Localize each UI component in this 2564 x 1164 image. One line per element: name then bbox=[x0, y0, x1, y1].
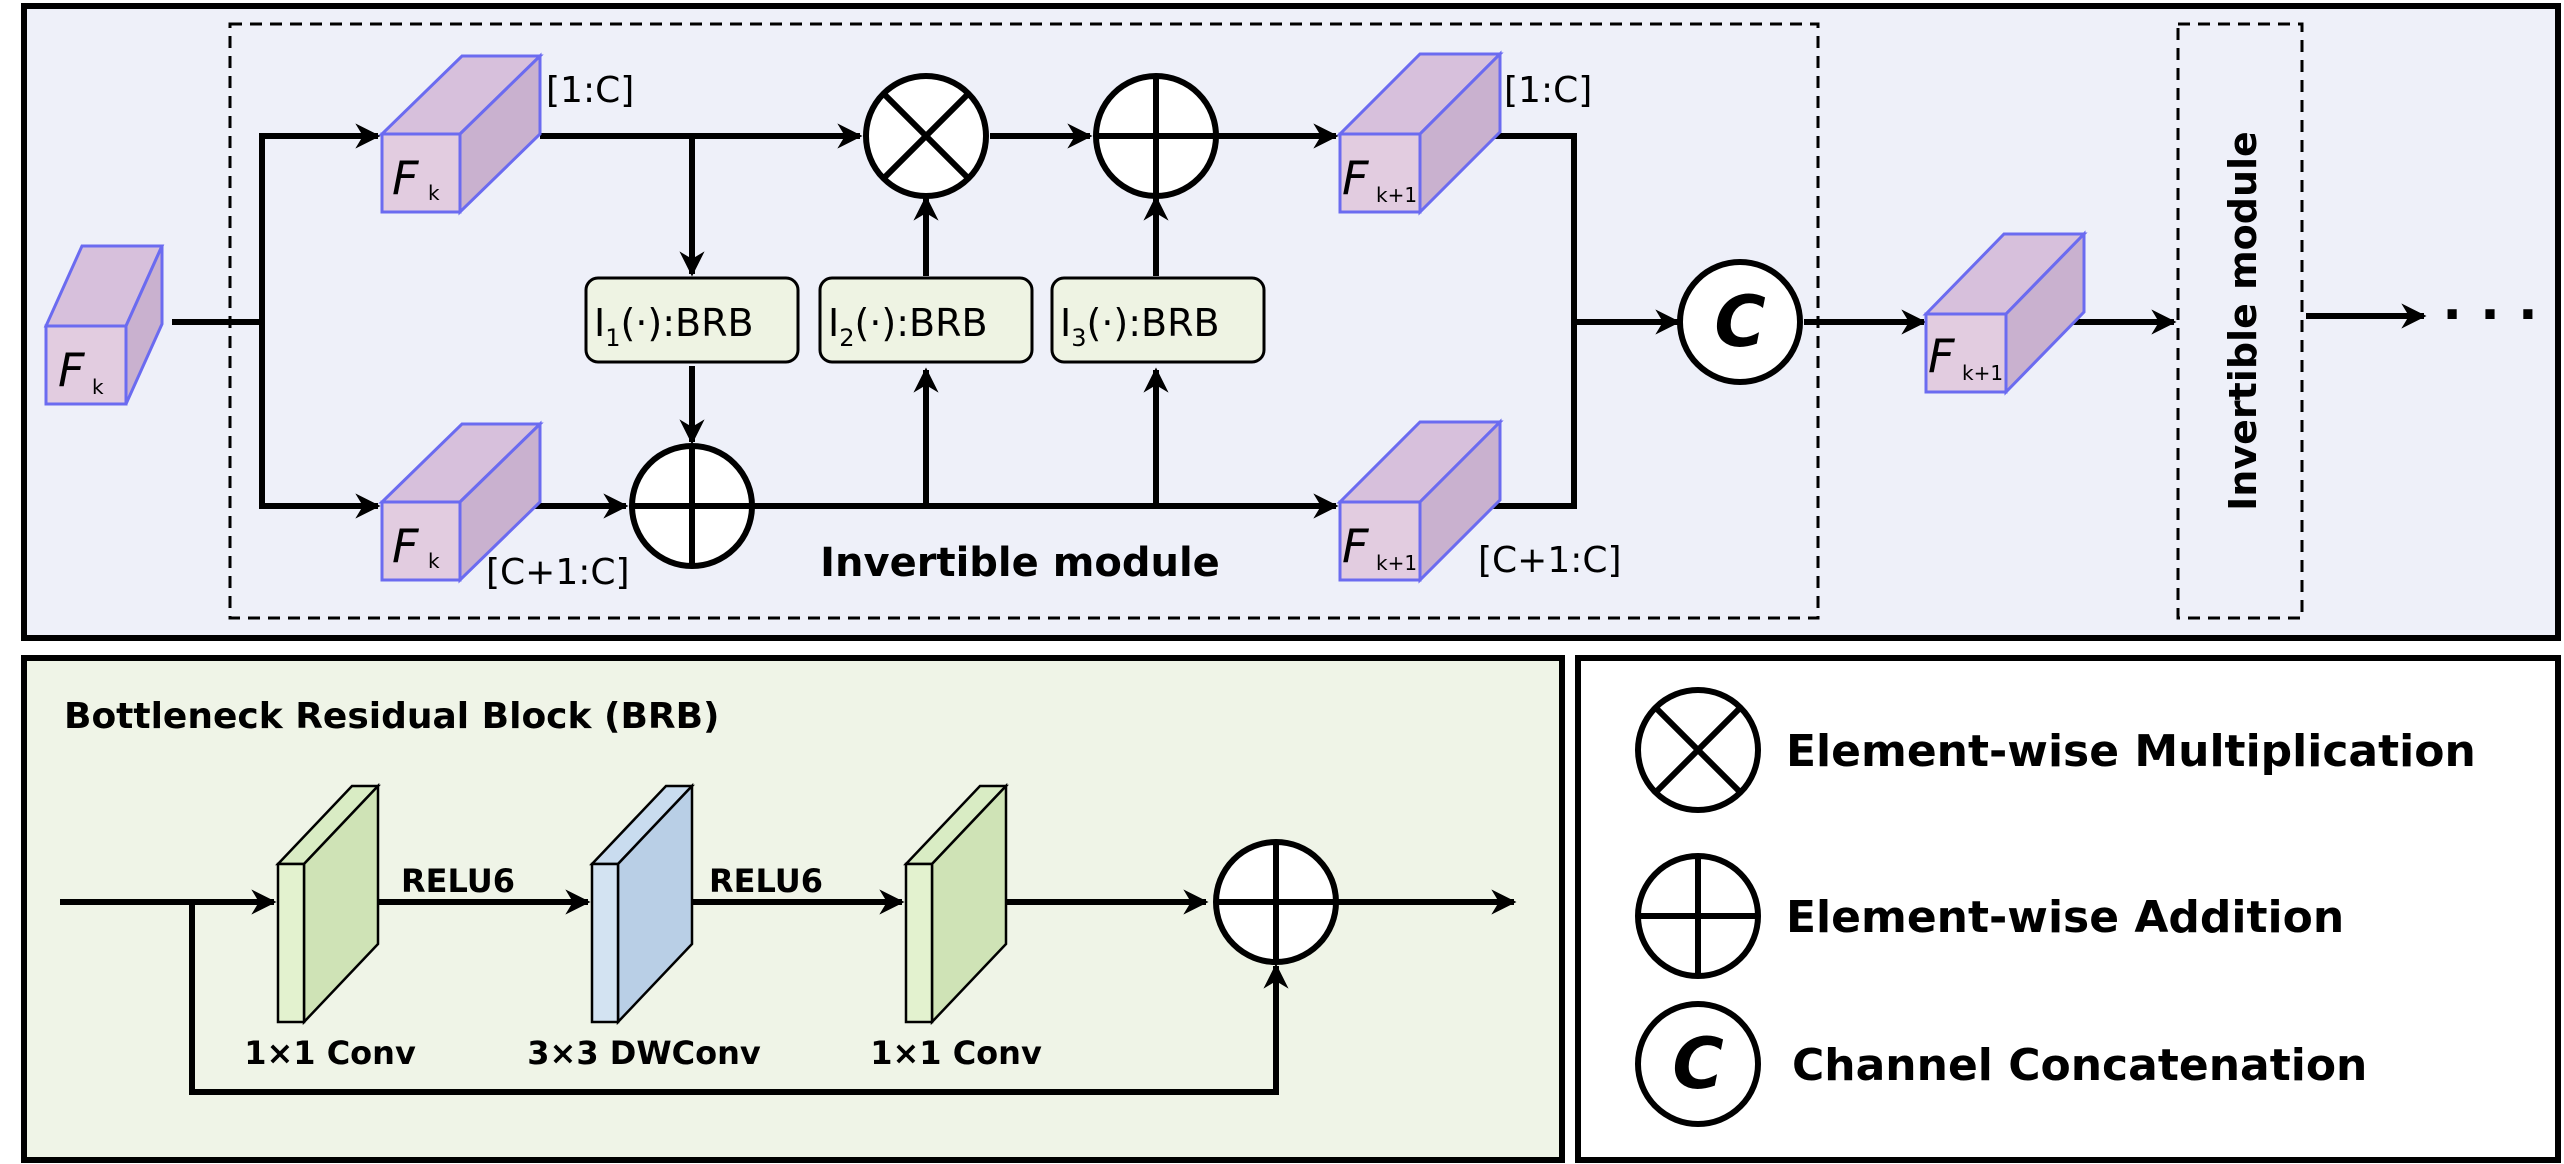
conv-layer-2: 1×1 Conv bbox=[870, 782, 1042, 1072]
brb-box-1: I1(·):BRB bbox=[584, 276, 800, 364]
legend-concat-icon: C bbox=[1635, 1001, 1761, 1127]
lower-input-cube: F k [C+1:C] bbox=[378, 420, 630, 593]
legend-add-icon bbox=[1635, 853, 1761, 979]
input-cube-sub: k bbox=[92, 375, 104, 399]
brb-add-operator bbox=[1213, 839, 1339, 965]
upper-output-range: [1:C] bbox=[1504, 70, 1592, 111]
multiply-operator bbox=[863, 73, 989, 199]
input-feature-cube: F k bbox=[43, 244, 165, 406]
upper-input-range: [1:C] bbox=[546, 70, 634, 111]
invertible-module-label: Invertible module bbox=[820, 540, 1220, 586]
dwconv-layer-caption: 3×3 DWConv bbox=[527, 1034, 761, 1072]
conv-layer-1: 1×1 Conv bbox=[244, 782, 416, 1072]
final-output-sub: k+1 bbox=[1962, 361, 2003, 385]
second-invertible-module-label: Invertible module bbox=[2221, 131, 2265, 511]
dwconv-layer: 3×3 DWConv bbox=[527, 782, 761, 1072]
add-operator-top bbox=[1093, 73, 1219, 199]
legend-add-label: Element-wise Addition bbox=[1786, 892, 2344, 943]
brb-panel-title: Bottleneck Residual Block (BRB) bbox=[64, 696, 720, 737]
svg-text:I1(·):BRB: I1(·):BRB bbox=[594, 301, 754, 352]
brb-box-2: I2(·):BRB bbox=[818, 276, 1034, 364]
upper-input-cube: F k [1:C] bbox=[378, 52, 634, 216]
concat-symbol: C bbox=[1714, 281, 1765, 363]
final-output-cube: F k+1 bbox=[1922, 230, 2088, 396]
lower-input-range: [C+1:C] bbox=[486, 552, 630, 593]
upper-input-sub: k bbox=[428, 181, 440, 205]
lower-output-label: F bbox=[1342, 519, 1369, 573]
legend-concat-label: Channel Concatenation bbox=[1792, 1040, 2367, 1091]
svg-text:I3(·):BRB: I3(·):BRB bbox=[1060, 301, 1220, 352]
concat-operator: C bbox=[1677, 259, 1803, 385]
ellipsis: · · · bbox=[2442, 285, 2537, 345]
legend-concat-symbol: C bbox=[1672, 1023, 1723, 1105]
relu6-label-1: RELU6 bbox=[401, 862, 515, 900]
upper-output-sub: k+1 bbox=[1376, 183, 1417, 207]
conv-layer-1-caption: 1×1 Conv bbox=[244, 1034, 416, 1072]
second-invertible-module-box bbox=[2176, 22, 2304, 620]
legend-multiply-icon bbox=[1635, 687, 1761, 813]
relu6-label-2: RELU6 bbox=[709, 862, 823, 900]
lower-output-range: [C+1:C] bbox=[1478, 540, 1622, 581]
conv-layer-2-caption: 1×1 Conv bbox=[870, 1034, 1042, 1072]
lower-output-cube: F k+1 [C+1:C] bbox=[1336, 418, 1622, 584]
top-connections bbox=[172, 123, 2427, 519]
add-operator-bottom bbox=[629, 443, 755, 569]
upper-input-label: F bbox=[392, 151, 419, 205]
svg-text:I2(·):BRB: I2(·):BRB bbox=[828, 301, 988, 352]
lower-output-sub: k+1 bbox=[1376, 551, 1417, 575]
upper-output-label: F bbox=[1342, 151, 1369, 205]
brb-box-3: I3(·):BRB bbox=[1050, 276, 1266, 364]
legend-multiply-label: Element-wise Multiplication bbox=[1786, 726, 2476, 777]
brb-connections bbox=[60, 889, 1517, 1095]
input-cube-label: F bbox=[58, 343, 85, 397]
upper-output-cube: F k+1 [1:C] bbox=[1336, 50, 1592, 216]
lower-input-sub: k bbox=[428, 549, 440, 573]
lower-input-label: F bbox=[392, 519, 419, 573]
final-output-label: F bbox=[1928, 329, 1955, 383]
